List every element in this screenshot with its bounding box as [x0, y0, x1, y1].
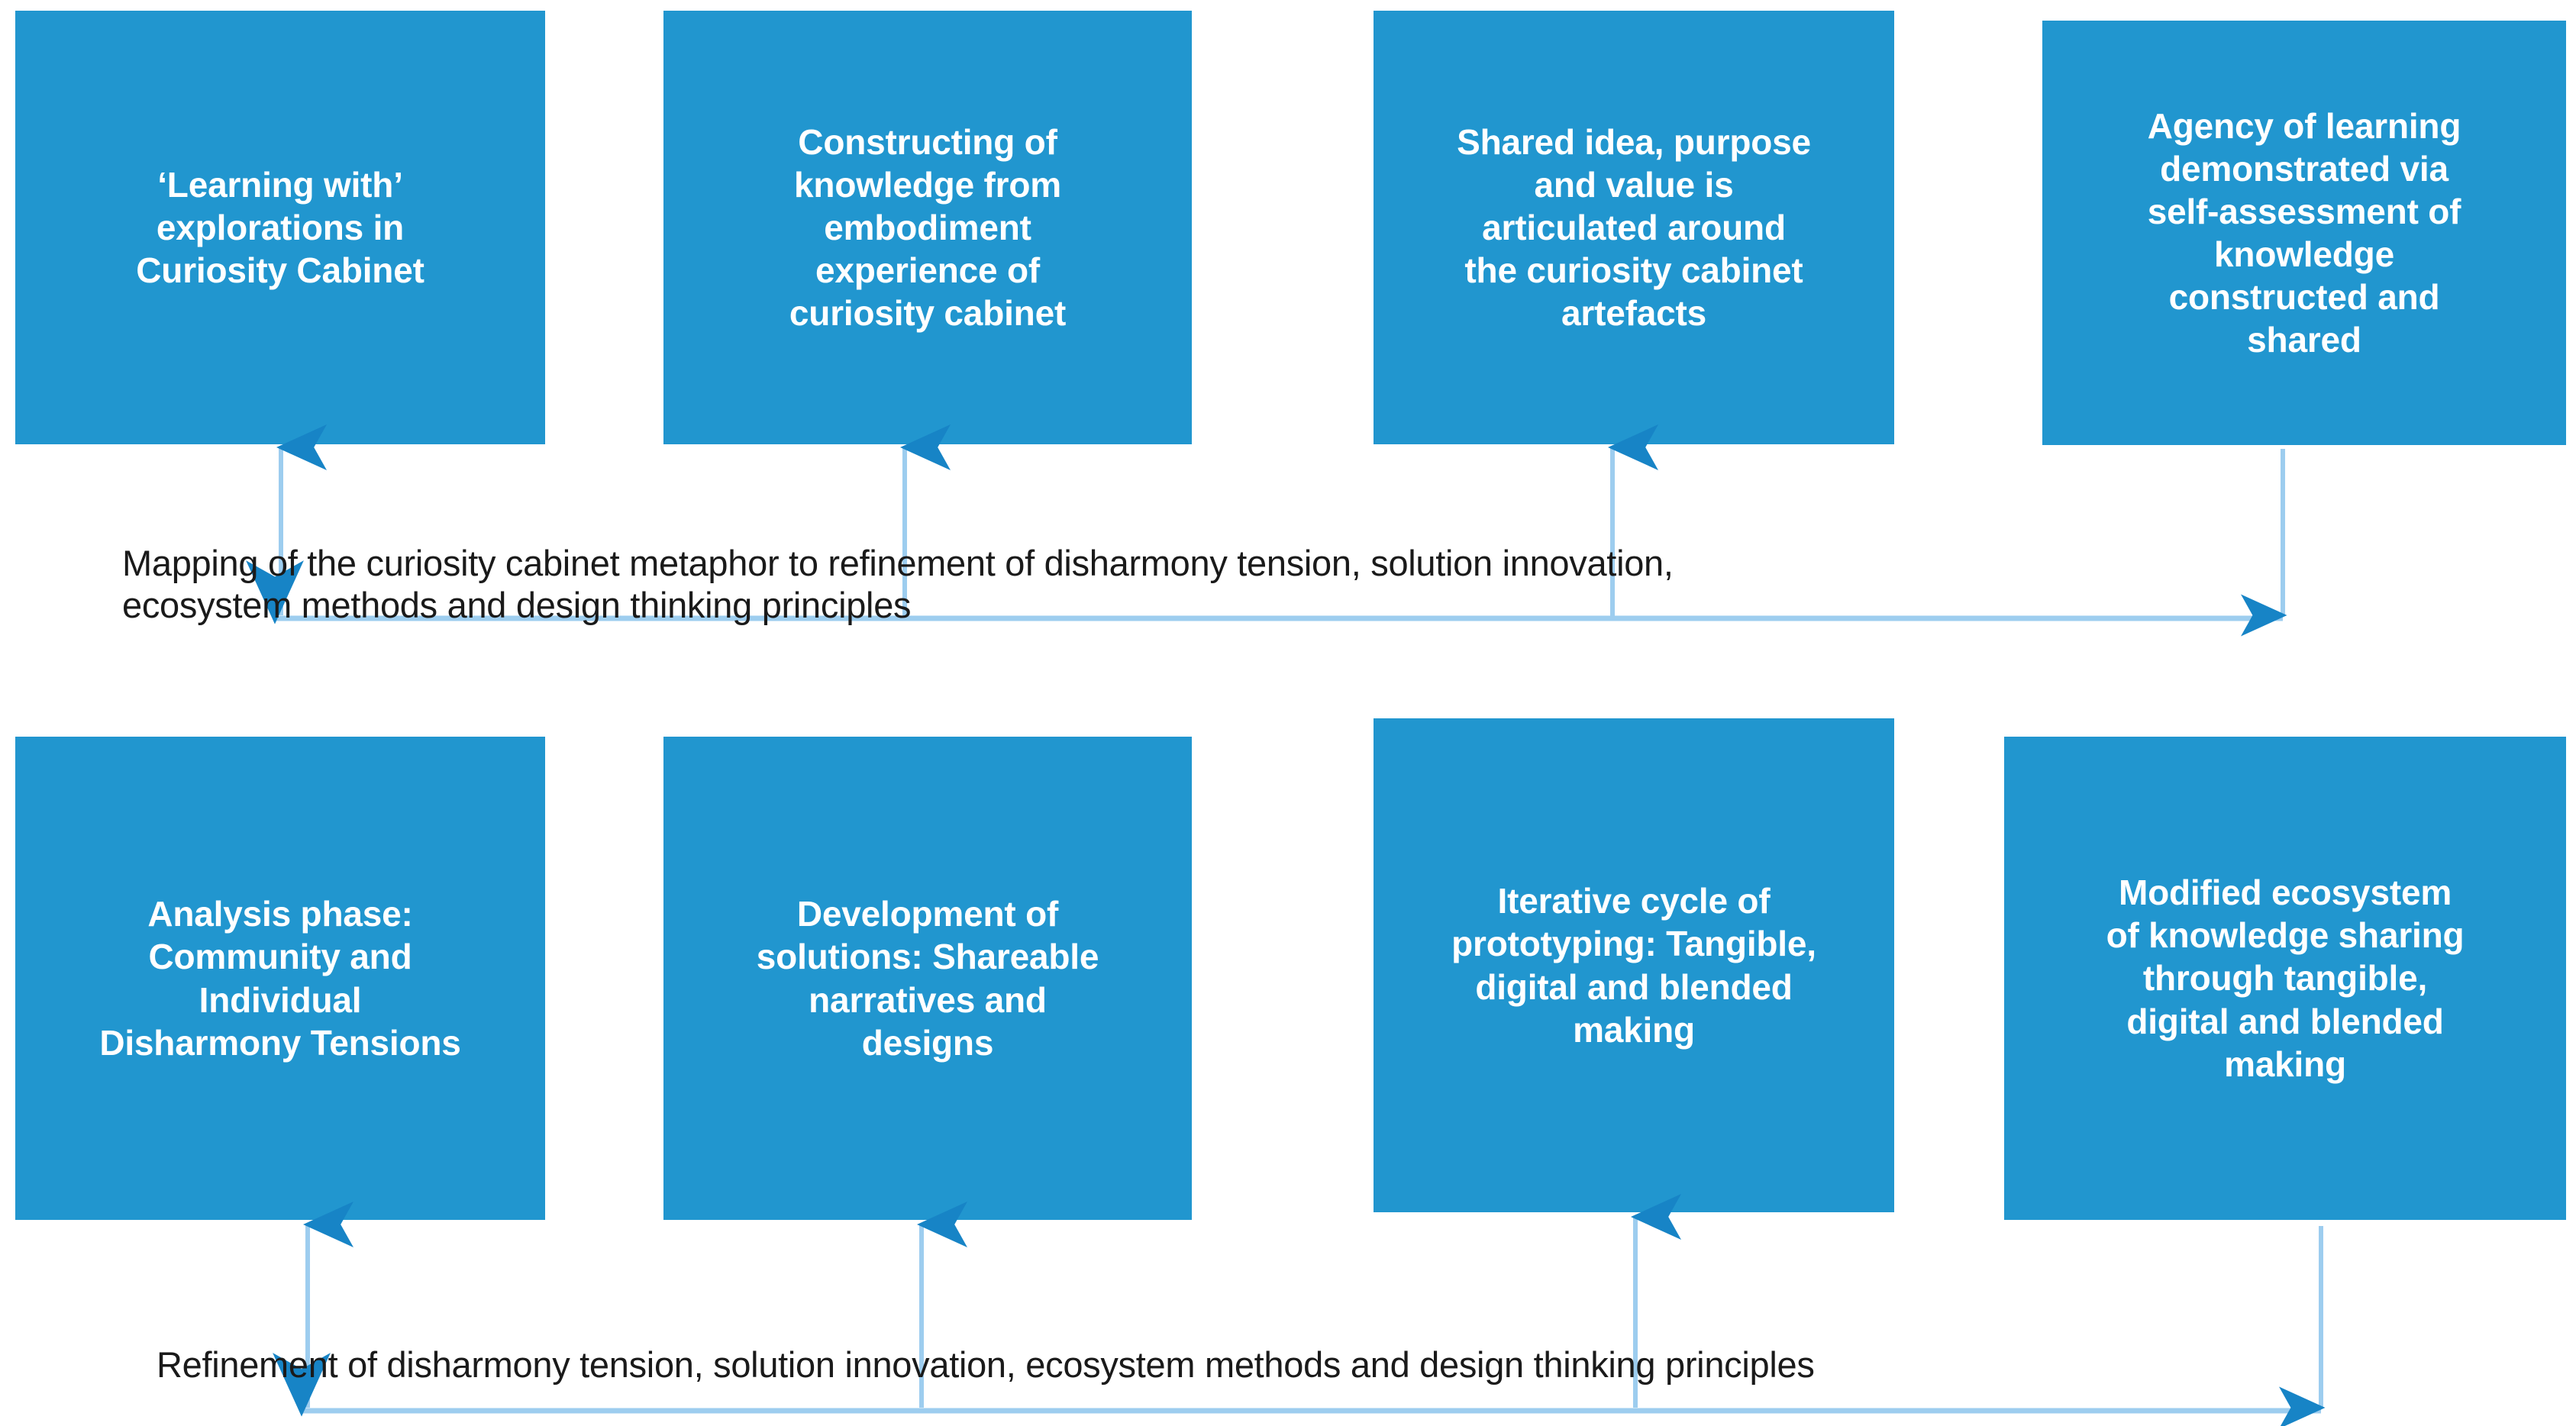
node-shared-idea-purpose-value[interactable]: Shared idea, purpose and value is articu… — [1374, 11, 1894, 444]
node-analysis-phase[interactable]: Analysis phase: Community and Individual… — [15, 737, 545, 1220]
rail-label-refinement: Refinement of disharmony tension, soluti… — [157, 1344, 1815, 1385]
node-modified-ecosystem[interactable]: Modified ecosystem of knowledge sharing … — [2004, 737, 2566, 1220]
node-label: Constructing of knowledge from embodimen… — [789, 121, 1067, 334]
node-label: Modified ecosystem of knowledge sharing … — [2106, 873, 2465, 1084]
node-learning-with-explorations[interactable]: ‘Learning with’ explorations in Curiosit… — [15, 11, 545, 444]
node-label: Agency of learning demonstrated via self… — [2147, 105, 2461, 360]
node-agency-of-learning[interactable]: Agency of learning demonstrated via self… — [2042, 21, 2566, 445]
node-label: Shared idea, purpose and value is articu… — [1457, 121, 1811, 334]
node-label: Analysis phase: Community and Individual… — [99, 894, 461, 1063]
node-label: Iterative cycle of prototyping: Tangible… — [1451, 881, 1816, 1050]
node-label: ‘Learning with’ explorations in Curiosit… — [136, 164, 424, 291]
node-development-of-solutions[interactable]: Development of solutions: Shareable narr… — [663, 737, 1192, 1220]
rail-label-mapping: Mapping of the curiosity cabinet metapho… — [122, 543, 1674, 626]
node-constructing-knowledge[interactable]: Constructing of knowledge from embodimen… — [663, 11, 1192, 444]
node-label: Development of solutions: Shareable narr… — [756, 894, 1099, 1063]
node-iterative-prototyping[interactable]: Iterative cycle of prototyping: Tangible… — [1374, 718, 1894, 1212]
